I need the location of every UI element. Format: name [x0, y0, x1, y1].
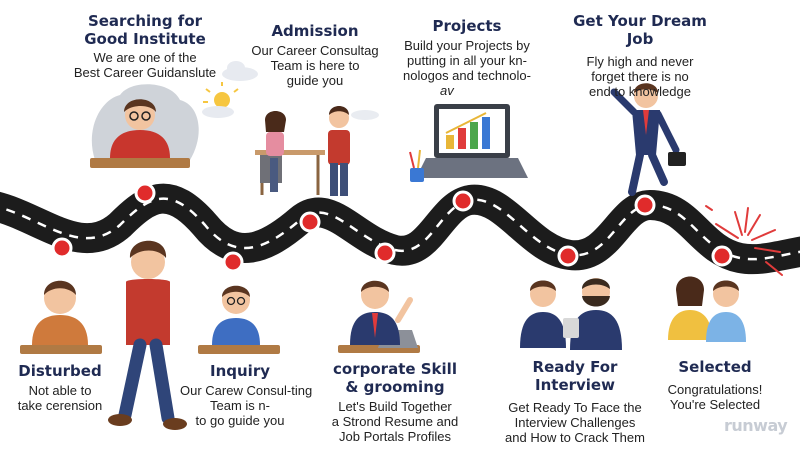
stage-grooming: corporate Skill & grooming Let's Build T…	[320, 360, 470, 444]
stage-desc: Interview Challenges	[514, 415, 636, 430]
stage-desc: Get Ready To Face the	[508, 400, 642, 415]
stage-desc: Not able to	[28, 383, 92, 398]
stage-desc: Fly high and never	[586, 54, 694, 69]
disturbed-illustration	[20, 280, 102, 354]
sun-icon	[203, 82, 239, 108]
stage-searching: Searching for Good Institute We are one …	[70, 12, 220, 80]
stage-desc: Congratulations!	[667, 382, 763, 397]
selected-illustration	[668, 276, 746, 342]
stage-desc: You're Selected	[669, 397, 761, 412]
milestone-pin	[711, 245, 733, 267]
admission-illustration	[255, 106, 350, 196]
milestone-pin	[299, 211, 321, 233]
cloud-icon	[202, 106, 234, 118]
stage-desc: take cerension	[17, 398, 103, 413]
milestone-pin	[51, 237, 73, 259]
stage-projects: Projects Build your Projects by putting …	[392, 17, 542, 98]
milestone-pin	[634, 194, 656, 216]
stage-desc: guide you	[286, 73, 344, 88]
stage-desc: forget there is no	[591, 69, 689, 84]
stage-desc: av	[440, 83, 454, 98]
milestone-pin	[557, 245, 579, 267]
sky-decor	[202, 61, 379, 120]
inquiry-illustration	[198, 285, 280, 354]
stage-title: Searching for	[87, 12, 203, 30]
milestone-pin	[134, 182, 156, 204]
stage-title: & grooming	[345, 378, 445, 396]
stage-desc: Team is here to	[270, 58, 360, 73]
stage-desc: putting in all your kn-	[407, 53, 527, 68]
milestone-pin	[222, 251, 244, 273]
interview-illustration	[520, 278, 622, 350]
stage-desc: a Strond Resume and	[331, 414, 459, 429]
stage-interview: Ready For Interview Get Ready To Face th…	[490, 358, 660, 445]
walking-boy-illustration	[108, 240, 187, 430]
stage-title: Inquiry	[210, 362, 270, 380]
cloud-icon	[351, 110, 379, 120]
stage-inquiry: Inquiry Our Carew Consul-ting Team is n-…	[180, 362, 313, 428]
stage-title: Admission	[271, 22, 359, 40]
stage-desc: to go guide you	[195, 413, 285, 428]
stage-selected: Selected Congratulations! You're Selecte…	[650, 358, 780, 412]
cloud-icon	[222, 61, 258, 81]
fireworks-decor	[705, 205, 783, 276]
stage-desc: Let's Build Together	[338, 399, 452, 414]
stage-title: Selected	[678, 358, 752, 376]
stage-desc: Our Carew Consul-ting	[180, 383, 313, 398]
searching-illustration	[90, 84, 199, 168]
milestone-pins	[51, 182, 733, 273]
winding-road	[0, 183, 800, 275]
stage-disturbed: Disturbed Not able to take cerension	[10, 362, 110, 413]
stage-title: corporate Skill	[333, 360, 457, 378]
stage-title: Projects	[432, 17, 502, 35]
watermark-logo: runway	[724, 416, 788, 435]
stage-title: Ready For Interview	[532, 358, 618, 394]
stage-desc: Our Career Consultag	[251, 43, 379, 58]
stage-desc: Team is n-	[210, 398, 270, 413]
stage-desc: We are one of the	[93, 50, 197, 65]
stage-desc: nologos and technolo-	[403, 68, 531, 83]
dream-job-illustration	[610, 83, 686, 196]
milestone-pin	[452, 190, 474, 212]
projects-illustration	[409, 104, 528, 182]
stage-desc: end to knowledge	[589, 84, 691, 99]
stage-desc: Best Career Guidanslute	[73, 65, 217, 80]
stage-title: Good Institute	[84, 30, 206, 48]
stage-title: Get Your Dream Job	[573, 12, 707, 48]
stage-desc: Build your Projects by	[404, 38, 530, 53]
stage-desc: and How to Crack Them	[505, 430, 645, 445]
stage-dream-job: Get Your Dream Job Fly high and never fo…	[560, 12, 720, 99]
stage-desc: Job Portals Profiles	[339, 429, 451, 444]
milestone-pin	[374, 242, 396, 264]
stage-admission: Admission Our Career Consultag Team is h…	[245, 22, 385, 88]
grooming-illustration	[338, 280, 420, 353]
stage-title: Disturbed	[18, 362, 102, 380]
